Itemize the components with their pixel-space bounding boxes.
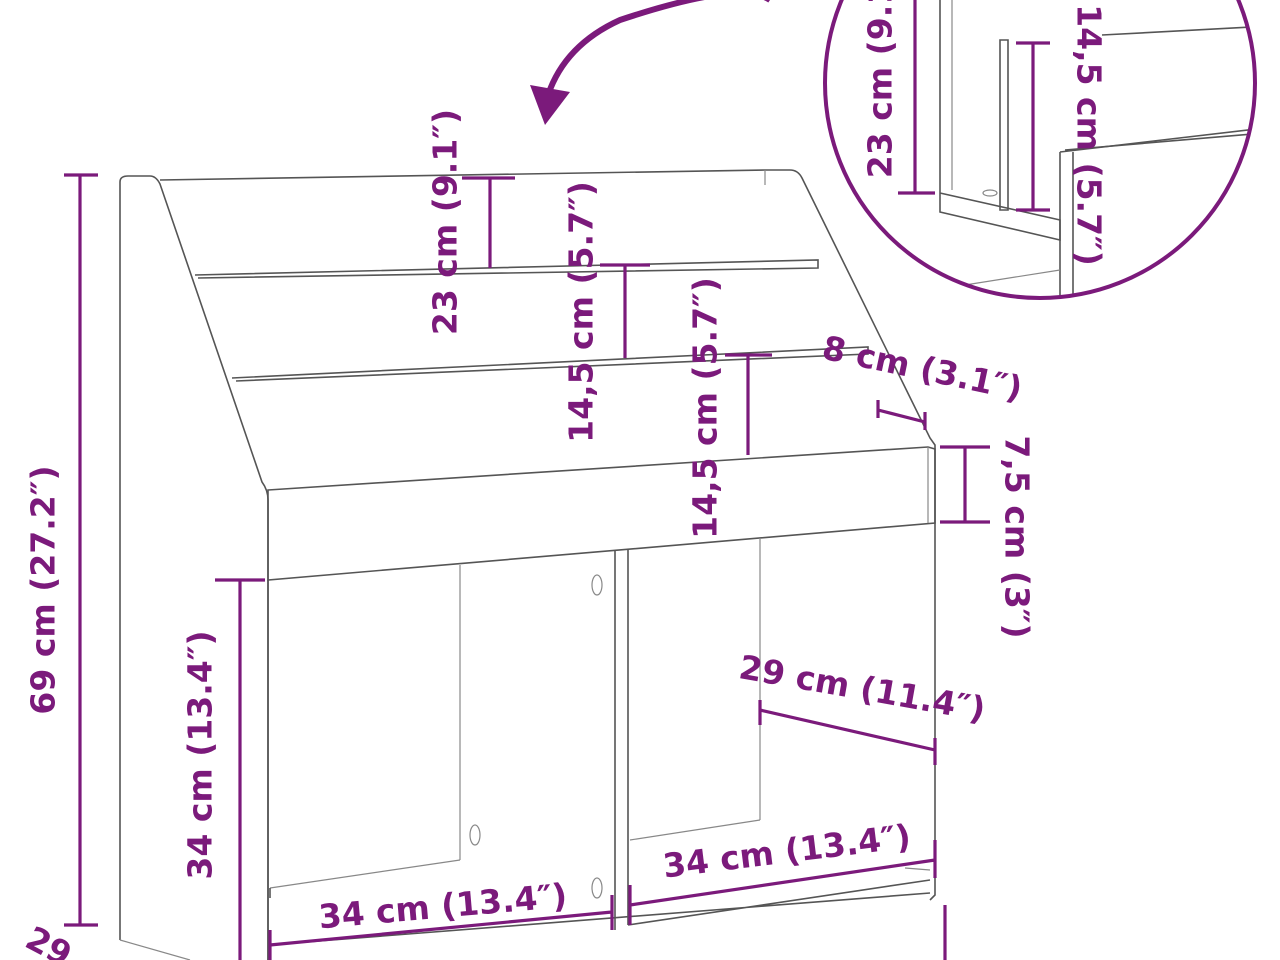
dimension-lines [64,173,990,960]
detail-shelf-height-label: 14,5 cm (5.7″) [1070,4,1109,266]
middle-shelf-height-label: 14,5 cm (5.7″) [562,181,601,443]
detail-zoom-circle: 23 cm (9.1 14,5 cm (5.7″) [823,0,1257,300]
bookshelf-drawing [119,169,936,960]
top-shelf-height-label: 23 cm (9.1″) [426,109,465,335]
lower-height-label: 34 cm (13.4″) [181,630,220,879]
shelf-depth-label: 8 cm (3.1″) [819,328,1026,408]
total-height-label: 69 cm (27.2″) [24,465,63,714]
detail-top-height-label: 23 cm (9.1 [861,0,900,178]
lower-shelf-height-label: 14,5 cm (5.7″) [686,277,725,539]
front-board-height-label: 7,5 cm (3″) [998,435,1037,638]
rotate-arrow-icon [530,0,770,125]
right-compartment-width-label: 34 cm (13.4″) [661,816,913,885]
compartment-depth-label: 29 cm (11.4″) [736,647,988,729]
